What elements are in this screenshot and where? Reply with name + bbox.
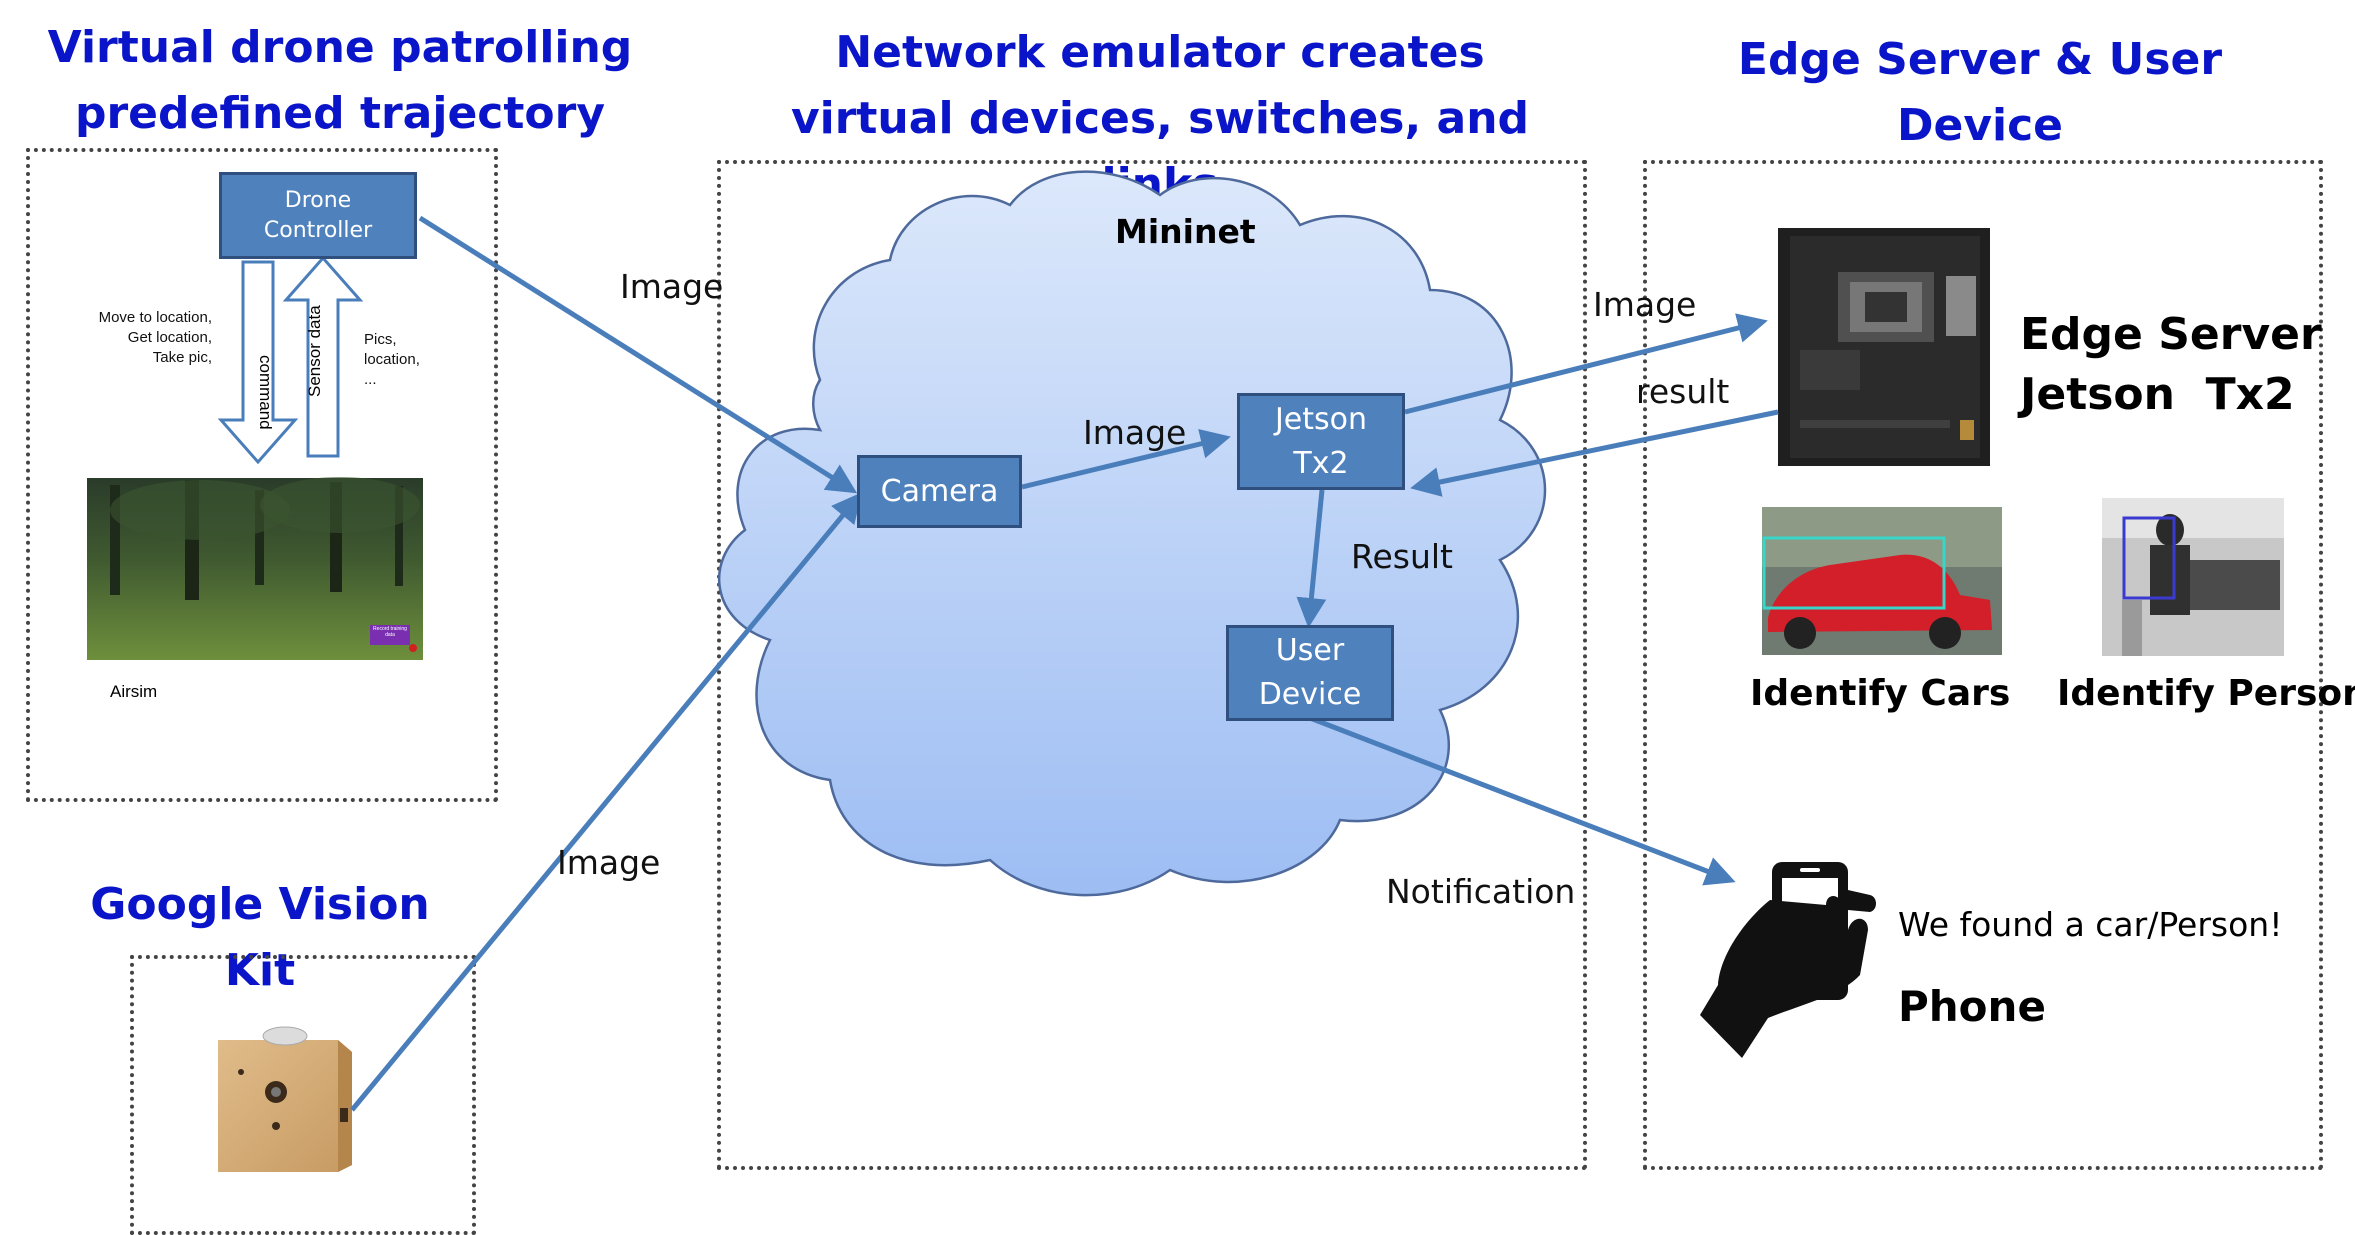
vision-kit-image <box>218 1026 352 1172</box>
user-device-box: User Device <box>1226 625 1394 721</box>
edge-server-name: Edge Server Jetson Tx2 <box>2020 305 2322 425</box>
arrow-kit-to-camera <box>350 492 862 1112</box>
camera-box: Camera <box>857 455 1022 528</box>
identify-cars-caption: Identify Cars <box>1750 673 2011 714</box>
command-block-arrow <box>217 260 299 465</box>
label-drone-image: Image <box>620 267 724 306</box>
label-server-image: Image <box>1593 285 1697 324</box>
drone-section-title: Virtual drone patrolling predefined traj… <box>47 22 633 139</box>
edge-server-name-line2: Jetson Tx2 <box>2020 369 2295 420</box>
mininet-label: Mininet <box>1115 212 1256 251</box>
arrow-drone-to-camera <box>418 215 858 494</box>
airsim-screenshot <box>87 477 423 660</box>
label-kit-image: Image <box>557 843 661 882</box>
edge-panel-frame <box>1643 160 2323 1170</box>
label-server-result: result <box>1636 372 1730 411</box>
note-line: Take pic, <box>152 349 212 366</box>
car-detection-image <box>1762 507 2002 655</box>
sensor-data-label: Sensor data <box>305 305 335 397</box>
sensor-data-note: Pics, location, ... <box>364 330 464 390</box>
label-notification: Notification <box>1386 872 1576 911</box>
label-camera-image: Image <box>1083 413 1187 452</box>
arrow-server-to-jetson <box>1410 409 1779 497</box>
note-line: Move to location, <box>98 309 212 326</box>
jetson-board-image <box>1778 228 1990 466</box>
arrow-user-to-phone <box>1309 715 1736 886</box>
arrow-jetson-to-server <box>1404 313 1768 415</box>
drone-panel-frame <box>26 148 498 802</box>
vision-kit-panel-frame <box>130 955 476 1235</box>
phone-message: We found a car/Person! <box>1898 905 2283 944</box>
airsim-label: Airsim <box>110 682 158 701</box>
jetson-tx2-box: Jetson Tx2 <box>1237 393 1405 490</box>
sensor-block-arrow <box>282 255 364 458</box>
note-line: location, <box>364 351 420 368</box>
mininet-cloud <box>717 170 1547 897</box>
arrow-jetson-to-user <box>1296 489 1327 628</box>
phone-label: Phone <box>1898 982 2046 1031</box>
vision-kit-title: Google Vision Kit <box>90 879 430 996</box>
drone-commands-note: Move to location, Get location, Take pic… <box>70 308 212 368</box>
note-line: Get location, <box>127 329 212 346</box>
note-line: ... <box>364 371 377 388</box>
arrow-camera-to-jetson <box>1021 429 1231 490</box>
label-jetson-result: Result <box>1351 537 1453 576</box>
note-line: Pics, <box>364 331 397 348</box>
identify-person-caption: Identify Person <box>2057 673 2355 714</box>
person-detection-image <box>2102 498 2284 656</box>
airsim-badge: Record training data <box>373 626 407 638</box>
edge-server-name-line1: Edge Server <box>2020 309 2322 360</box>
command-label: command <box>256 355 275 430</box>
drone-controller-box: Drone Controller <box>219 172 417 259</box>
phone-in-hand-icon <box>1700 862 1876 1058</box>
edge-section-title: Edge Server & User Device <box>1737 34 2223 151</box>
